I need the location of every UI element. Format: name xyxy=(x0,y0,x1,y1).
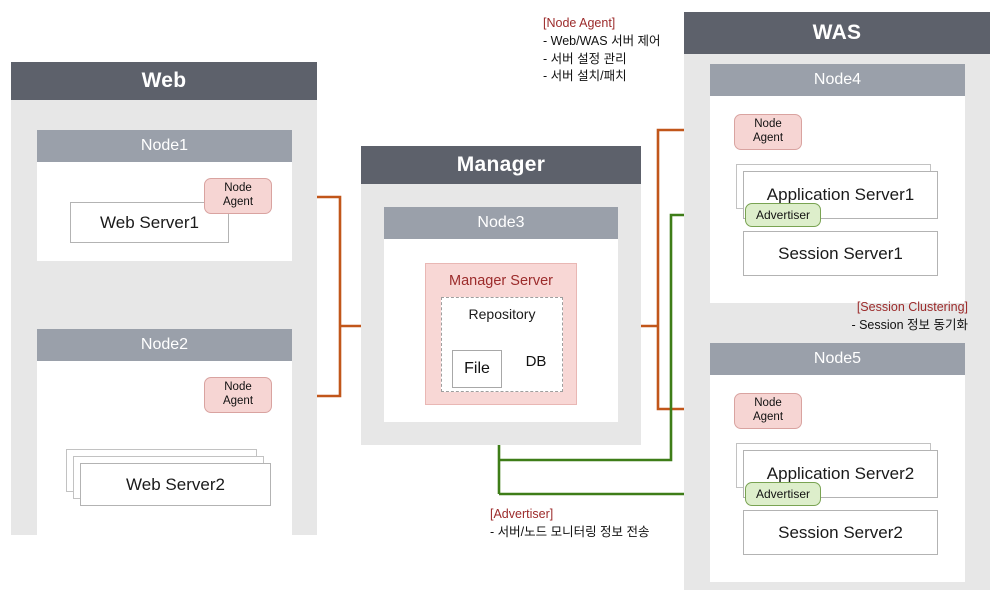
badge-node-agent-line2: Agent xyxy=(752,132,784,144)
node-node3-title: Node3 xyxy=(477,214,525,231)
node-node1-title: Node1 xyxy=(140,137,189,154)
node-node1-header: Node1 xyxy=(37,130,292,162)
annotation-session-clustering: [Session Clustering] - Session 정보 동기화 xyxy=(790,299,968,335)
annotation-node-agent-line-1: - 서버 설정 관리 xyxy=(543,51,627,66)
zone-web-title: Web xyxy=(141,69,187,92)
annotation-advertiser-tag: [Advertiser] xyxy=(490,507,554,521)
badge-node-agent-line2: Agent xyxy=(752,411,784,423)
annotation-node-agent: [Node Agent] - Web/WAS 서버 제어 - 서버 설정 관리 … xyxy=(543,15,661,86)
node-node5-title: Node5 xyxy=(813,350,862,367)
annotation-node-agent-line-2: - 서버 설치/패치 xyxy=(543,69,627,84)
badge-node-agent-node1[interactable]: Node Agent xyxy=(204,178,272,214)
node-node5: Node5 Node Agent Application Server2 Ses… xyxy=(710,343,965,582)
zone-web-header: Web xyxy=(11,62,317,100)
server-web-server1-label: Web Server1 xyxy=(100,212,199,232)
badge-node-agent-line1: Node xyxy=(224,182,252,195)
zone-manager-title: Manager xyxy=(456,153,546,176)
zone-was-title: WAS xyxy=(812,21,862,44)
server-app-server2-label: Application Server2 xyxy=(766,464,915,483)
node-node2-title: Node2 xyxy=(140,336,189,353)
annotation-advertiser-line-0: - 서버/노드 모니터링 정보 전송 xyxy=(490,524,650,539)
node-node2-header: Node2 xyxy=(37,329,292,361)
zone-was: WAS Node4 Node Agent Application Server1… xyxy=(684,12,990,590)
repository-file-label: File xyxy=(464,360,490,377)
badge-node-agent-line1: Node xyxy=(754,397,782,410)
node-node4-header: Node4 xyxy=(710,64,965,96)
node-node1: Node1 Web Server1 Node Agent xyxy=(37,130,292,261)
node-node2: Node2 Web Server2 Node Agent xyxy=(37,329,292,575)
node-node5-header: Node5 xyxy=(710,343,965,375)
server-app-server1-label: Application Server1 xyxy=(766,185,915,204)
manager-server-title: Manager Server xyxy=(449,273,553,289)
annotation-advertiser: [Advertiser] - 서버/노드 모니터링 정보 전송 xyxy=(490,506,650,542)
badge-advertiser-node5[interactable]: Advertiser xyxy=(745,482,821,506)
annotation-node-agent-line-0: - Web/WAS 서버 제어 xyxy=(543,33,661,48)
badge-advertiser-label: Advertiser xyxy=(755,208,811,222)
badge-node-agent-node4[interactable]: Node Agent xyxy=(734,114,802,150)
server-session-server2: Session Server2 xyxy=(743,510,938,555)
badge-node-agent-line1: Node xyxy=(224,381,252,394)
badge-node-agent-line2: Agent xyxy=(222,395,254,407)
annotation-session-clustering-line-0: - Session 정보 동기화 xyxy=(851,317,968,332)
zone-was-header: WAS xyxy=(684,12,990,54)
badge-node-agent-node2[interactable]: Node Agent xyxy=(204,377,272,413)
repository-file: File xyxy=(452,350,502,388)
node-node3: Node3 Manager Server Repository File xyxy=(384,207,618,422)
badge-node-agent-line1: Node xyxy=(754,118,782,131)
server-web-server1: Web Server1 xyxy=(70,202,229,243)
node-node3-header: Node3 xyxy=(384,207,618,239)
annotation-node-agent-tag: [Node Agent] xyxy=(543,16,616,30)
server-session-server1-label: Session Server1 xyxy=(778,243,903,263)
manager-server: Manager Server Repository File xyxy=(425,263,577,405)
badge-advertiser-node4[interactable]: Advertiser xyxy=(745,203,821,227)
badge-node-agent-line2: Agent xyxy=(222,196,254,208)
node-node4: Node4 Node Agent Application Server1 Ses… xyxy=(710,64,965,303)
badge-advertiser-label: Advertiser xyxy=(755,487,811,501)
zone-manager-header: Manager xyxy=(361,146,641,184)
repository-title: Repository xyxy=(468,306,536,322)
badge-node-agent-node5[interactable]: Node Agent xyxy=(734,393,802,429)
node-node4-title: Node4 xyxy=(813,71,862,88)
server-session-server2-label: Session Server2 xyxy=(778,522,903,542)
server-app-server2: Application Server2 xyxy=(743,450,938,498)
server-web-server2: Web Server2 xyxy=(80,463,271,506)
server-web-server2-label: Web Server2 xyxy=(126,474,225,494)
server-session-server1: Session Server1 xyxy=(743,231,938,276)
zone-manager: Manager Node3 Manager Server Repository … xyxy=(361,146,641,445)
zone-web: Web Node1 Web Server1 Node Agent Node2 xyxy=(11,62,317,575)
annotation-session-clustering-tag: [Session Clustering] xyxy=(856,300,968,314)
